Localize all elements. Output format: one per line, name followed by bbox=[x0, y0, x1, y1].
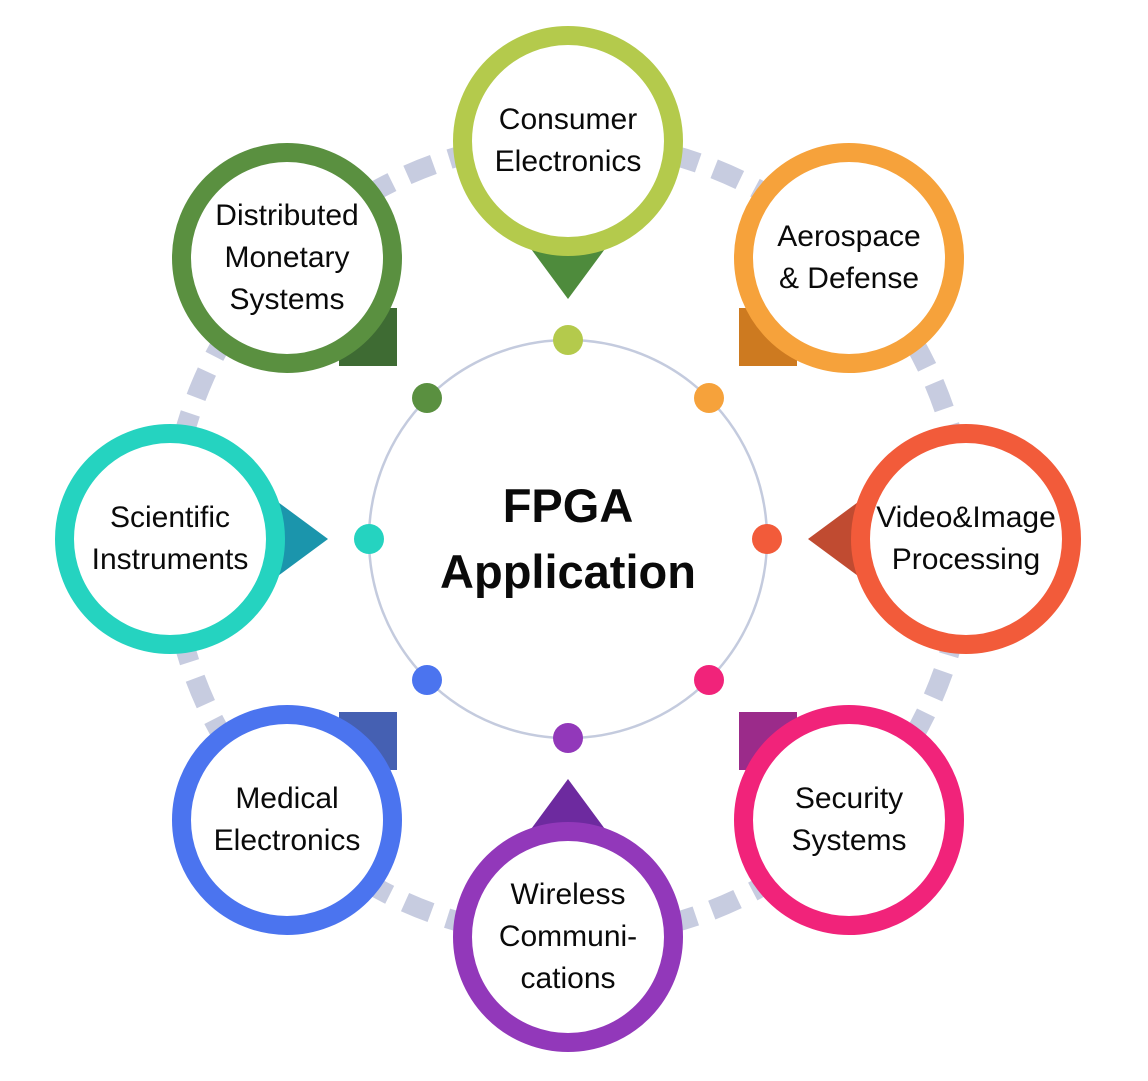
node-wireless-communications: Wireless Communi- cations bbox=[453, 822, 683, 1052]
hub-dot-consumer-electronics bbox=[553, 325, 583, 355]
node-consumer-electronics: Consumer Electronics bbox=[453, 26, 683, 256]
node-distributed-monetary-systems: Distributed Monetary Systems bbox=[172, 143, 402, 373]
node-label-medical-electronics: Medical Electronics bbox=[213, 782, 361, 857]
hub-dot-medical-electronics bbox=[412, 665, 442, 695]
hub-dot-wireless-communications bbox=[553, 723, 583, 753]
hub-dot-aerospace-defense bbox=[694, 383, 724, 413]
node-label-scientific-instruments: Scientific Instruments bbox=[91, 501, 249, 576]
hub-title-area: FPGA Application bbox=[368, 339, 768, 739]
hub-dot-video-image-processing bbox=[752, 524, 782, 554]
node-scientific-instruments: Scientific Instruments bbox=[55, 424, 285, 654]
node-video-image-processing: Video&Image Processing bbox=[851, 424, 1081, 654]
node-label-aerospace-defense: Aerospace & Defense bbox=[777, 220, 921, 295]
hub-dot-distributed-monetary-systems bbox=[412, 383, 442, 413]
hub-dot-security-systems bbox=[694, 665, 724, 695]
node-label-security-systems: Security Systems bbox=[791, 782, 907, 857]
node-medical-electronics: Medical Electronics bbox=[172, 705, 402, 935]
node-label-distributed-monetary-systems: Distributed Monetary Systems bbox=[215, 199, 359, 316]
node-label-consumer-electronics: Consumer Electronics bbox=[494, 103, 642, 178]
node-security-systems: Security Systems bbox=[734, 705, 964, 935]
node-aerospace-defense: Aerospace & Defense bbox=[734, 143, 964, 373]
hub-dot-scientific-instruments bbox=[354, 524, 384, 554]
diagram-title: FPGA Application bbox=[440, 479, 696, 598]
node-label-wireless-communications: Wireless Communi- cations bbox=[498, 878, 638, 995]
node-label-video-image-processing: Video&Image Processing bbox=[876, 501, 1056, 576]
